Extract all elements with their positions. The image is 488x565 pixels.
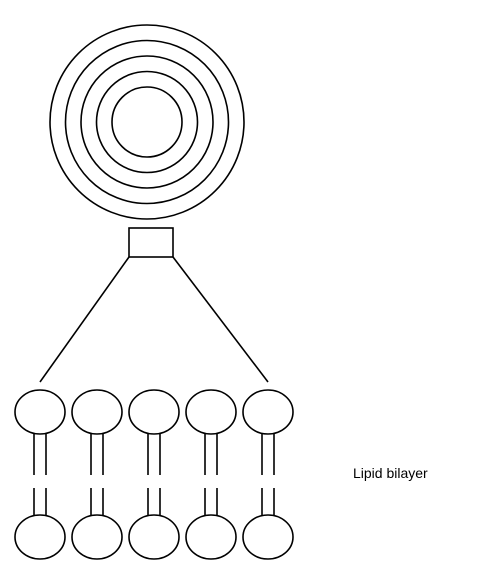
phospholipid xyxy=(15,390,65,559)
membrane-ring xyxy=(112,87,182,157)
zoom-line-right xyxy=(173,257,268,382)
phospholipid-head-top xyxy=(72,390,122,434)
phospholipid-head-top xyxy=(186,390,236,434)
concentric-membrane-rings xyxy=(50,25,244,219)
phospholipid-head-bottom xyxy=(15,515,65,559)
phospholipid-bilayer xyxy=(15,390,293,559)
zoom-region-box xyxy=(129,228,173,257)
phospholipid-head-top xyxy=(243,390,293,434)
phospholipid xyxy=(129,390,179,559)
phospholipid-head-bottom xyxy=(243,515,293,559)
phospholipid-head-bottom xyxy=(186,515,236,559)
bilayer-label: Lipid bilayer xyxy=(353,465,428,481)
membrane-ring xyxy=(81,56,213,188)
phospholipid-head-bottom xyxy=(129,515,179,559)
phospholipid-head-top xyxy=(129,390,179,434)
phospholipid xyxy=(186,390,236,559)
phospholipid-head-bottom xyxy=(72,515,122,559)
phospholipid xyxy=(72,390,122,559)
phospholipid-head-top xyxy=(15,390,65,434)
membrane-ring xyxy=(50,25,244,219)
zoom-line-left xyxy=(40,257,129,382)
phospholipid xyxy=(243,390,293,559)
membrane-ring xyxy=(66,41,229,204)
